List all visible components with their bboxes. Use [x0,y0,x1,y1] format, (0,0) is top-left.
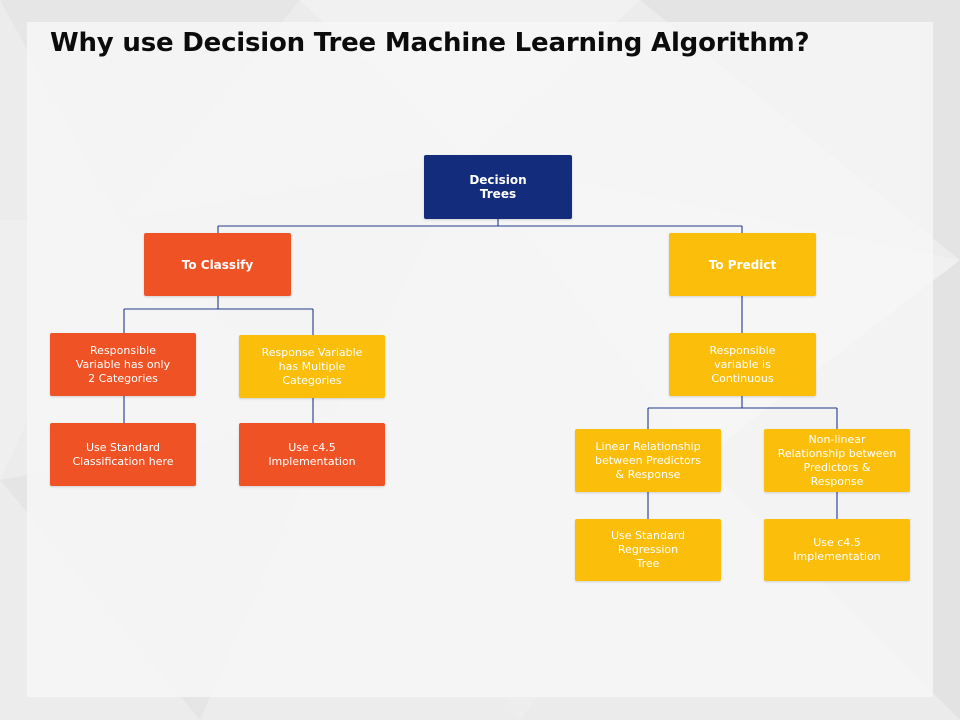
node-continuous-label: Responsible variable is Continuous [709,343,776,385]
node-decision-trees: Decision Trees [424,155,572,219]
node-nonlinear-relationship: Non-linear Relationship between Predicto… [764,429,910,492]
node-to-classify: To Classify [144,233,291,296]
node-continuous: Responsible variable is Continuous [669,333,816,396]
node-to-predict: To Predict [669,233,816,296]
node-two-categories: Responsible Variable has only 2 Categori… [50,333,196,396]
node-c45-classify: Use c4.5 Implementation [239,423,385,486]
node-c45-predict-label: Use c4.5 Implementation [793,536,881,563]
slide-title: Why use Decision Tree Machine Learning A… [50,28,810,58]
node-multi-categories: Response Variable has Multiple Categorie… [239,335,385,398]
node-nonlinear-relationship-label: Non-linear Relationship between Predicto… [777,432,897,488]
node-c45-classify-label: Use c4.5 Implementation [268,440,356,468]
node-c45-predict: Use c4.5 Implementation [764,519,910,581]
node-standard-classification-label: Use Standard Classification here [72,440,174,468]
node-multi-categories-label: Response Variable has Multiple Categorie… [261,345,363,387]
node-decision-trees-label: Decision Trees [469,173,527,201]
node-linear-relationship-label: Linear Relationship between Predictors &… [595,439,701,481]
node-to-predict-label: To Predict [708,257,777,272]
node-two-categories-label: Responsible Variable has only 2 Categori… [75,343,171,385]
node-to-classify-label: To Classify [181,257,254,272]
node-standard-classification: Use Standard Classification here [50,423,196,486]
node-linear-relationship: Linear Relationship between Predictors &… [575,429,721,492]
node-regression-tree-label: Use Standard Regression Tree [610,529,686,570]
node-regression-tree: Use Standard Regression Tree [575,519,721,581]
